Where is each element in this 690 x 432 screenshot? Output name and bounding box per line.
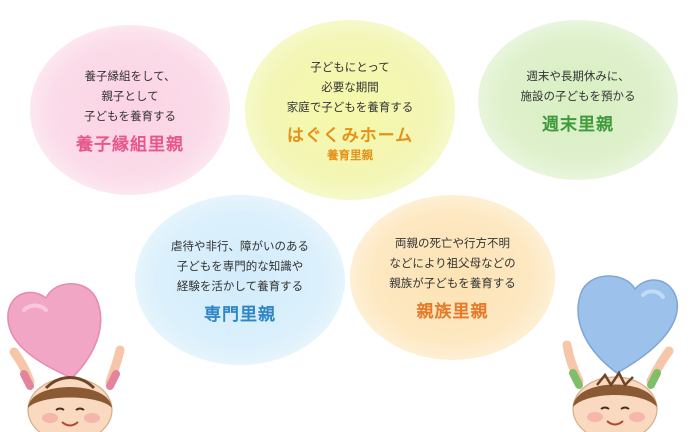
specialist-foster-title: 専門里親 [204,304,276,325]
nurturing-home-title: はぐくみホーム [286,126,414,146]
nurturing-home-subtitle: 養育里親 [327,148,373,162]
weekend-foster-title: 週末里親 [542,114,614,135]
nurturing-home-description: 子どもにとって 必要な期間 家庭で子どもを養育する [286,60,414,114]
adoption-foster-bubble: 養子縁組をして、 親子として 子どもを養育する 養子縁組里親 [30,25,230,195]
blue-heart-icon [577,275,679,374]
adoption-foster-description: 養子縁組をして、 親子として 子どもを養育する [84,68,176,123]
child-with-blue-heart-illustration [562,275,679,432]
kinship-foster-description: 両親の死亡や行方不明 などにより祖父母などの 親族が子どもを養育する [389,236,516,290]
weekend-foster-bubble: 週末や長期休みに、 施設の子どもを預かる 週末里親 [478,20,678,180]
specialist-foster-description: 虐待や非行、障がいのある 子どもを専門的な知識や 経験を活かして養育する [171,238,309,293]
kinship-foster-bubble: 両親の死亡や行方不明 などにより祖父母などの 親族が子どもを養育する 親族里親 [350,195,555,360]
child-with-pink-heart-illustration [7,283,125,432]
specialist-foster-bubble: 虐待や非行、障がいのある 子どもを専門的な知識や 経験を活かして養育する 専門里… [135,195,345,365]
adoption-foster-title: 養子縁組里親 [76,134,184,155]
nurturing-home-bubble: 子どもにとって 必要な期間 家庭で子どもを養育する はぐくみホーム 養育里親 [245,20,455,200]
weekend-foster-description: 週末や長期休みに、 施設の子どもを預かる [520,68,636,103]
kinship-foster-title: 親族里親 [416,302,489,322]
